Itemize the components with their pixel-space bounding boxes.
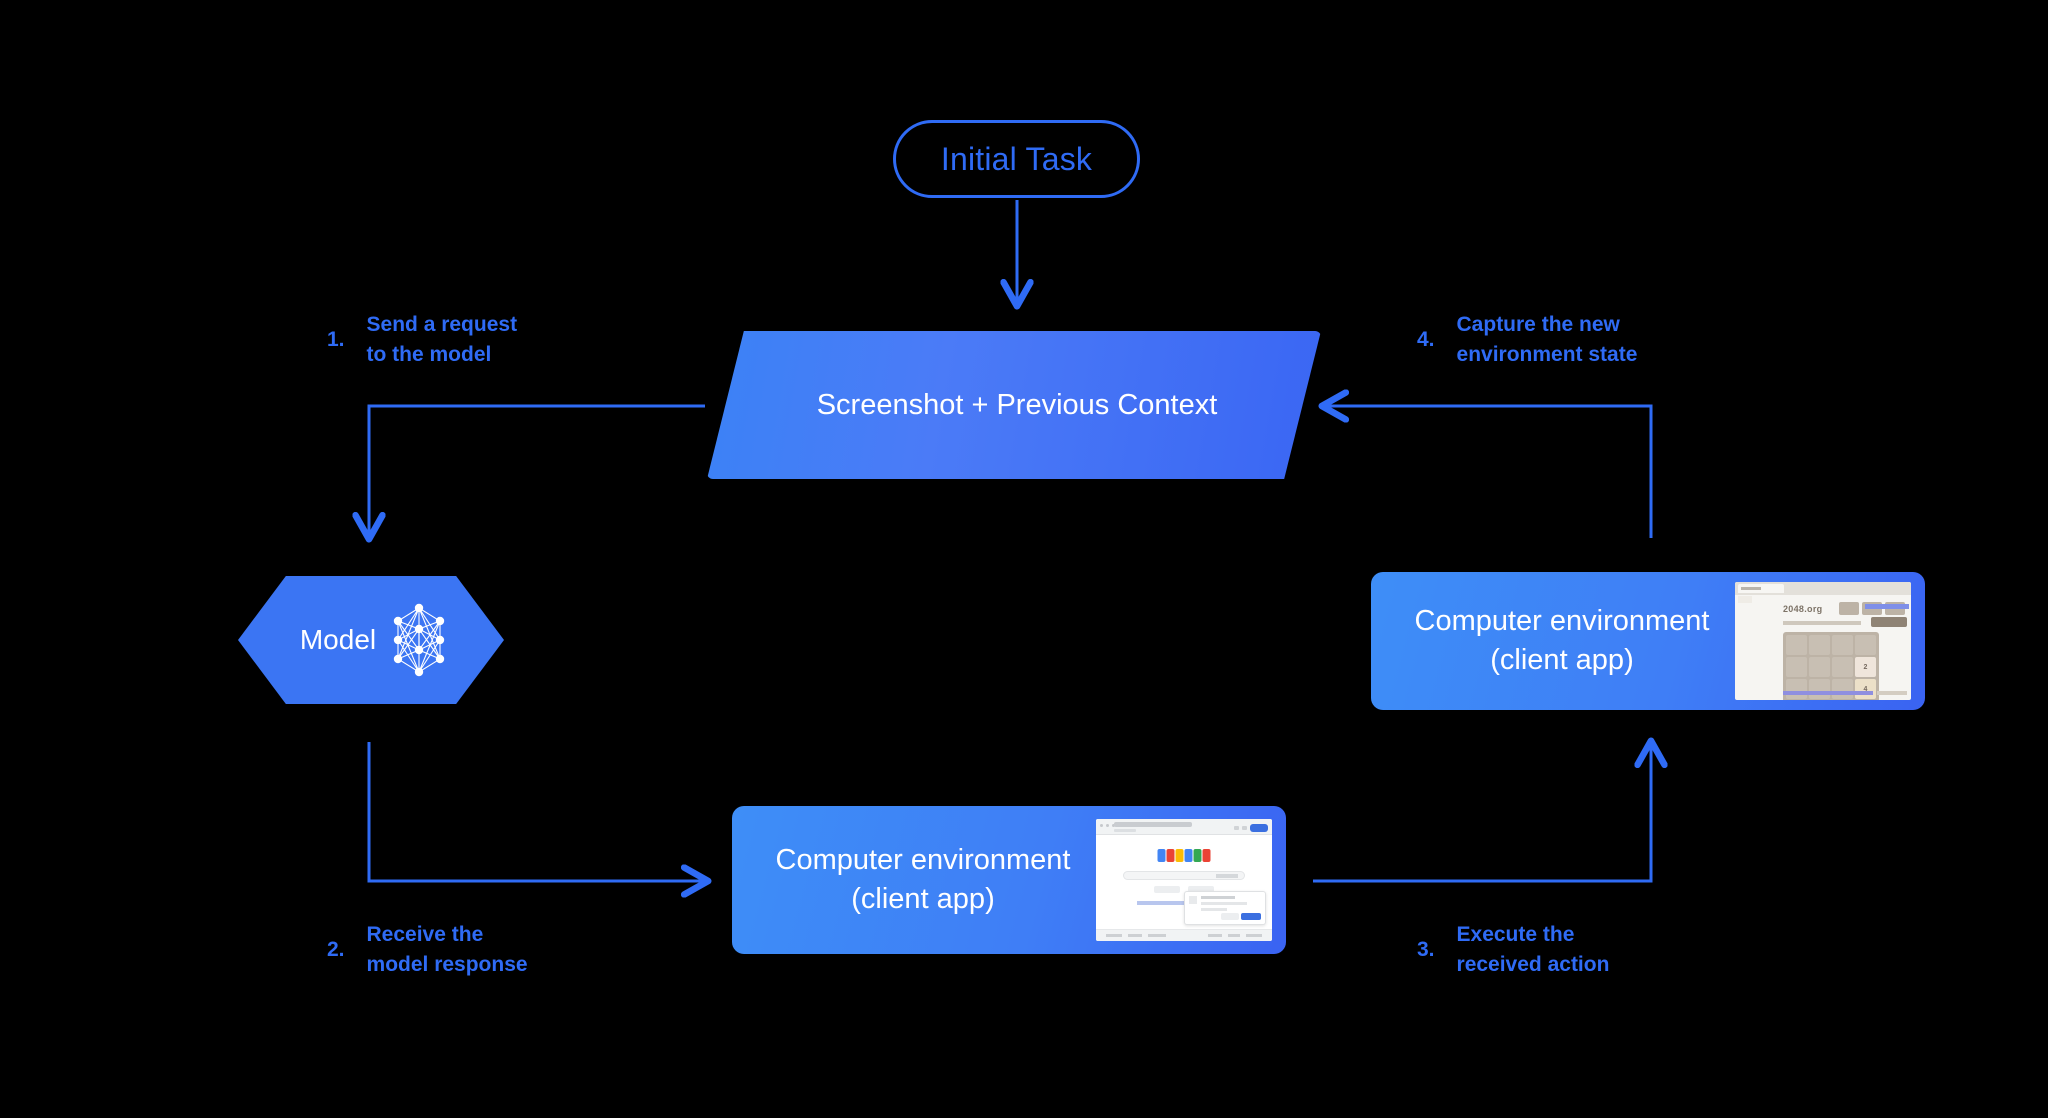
- thumbnail-2048-game: 2048.org 2 4 4 8: [1735, 582, 1911, 700]
- popup-body-line: [1201, 902, 1247, 905]
- game-2048-subtitle: [1783, 621, 1861, 625]
- step-1-text: Send a request to the model: [366, 313, 518, 367]
- browser-chrome-bar: [1735, 582, 1911, 595]
- game-tile: [1832, 679, 1853, 699]
- browser-url-subtext: [1114, 829, 1136, 832]
- step-4-text: Capture the new environment state: [1456, 313, 1638, 367]
- google-search-input: [1123, 871, 1245, 880]
- connector-context-to-model: [369, 404, 705, 538]
- game-tile: [1832, 635, 1853, 655]
- browser-url-bar: [1738, 596, 1752, 603]
- step-1-caption: 1. Send a request to the model: [327, 310, 517, 371]
- step-1-number: 1.: [327, 328, 345, 352]
- step-2-number: 2.: [327, 938, 345, 962]
- popup-icon: [1189, 896, 1197, 904]
- browser-toolbar-right: [1234, 824, 1268, 832]
- google-footer: [1096, 929, 1272, 941]
- game-tile: [1786, 635, 1807, 655]
- game-2048-new-game-button: [1871, 617, 1907, 627]
- model-node-shape: [238, 576, 504, 704]
- connector-model-to-env-bottom: [367, 742, 707, 881]
- context-node[interactable]: Screenshot + Previous Context: [707, 331, 1321, 479]
- google-logo-icon: [1157, 849, 1211, 862]
- game-2048-title: 2048.org: [1783, 604, 1823, 614]
- thumbnail-google-search: [1096, 819, 1272, 941]
- popup-title-line: [1201, 896, 1235, 899]
- game-tile: [1809, 657, 1830, 677]
- game-tile: 2: [1855, 657, 1876, 677]
- game-2048-header-link: [1865, 604, 1909, 609]
- context-node-shape: [707, 331, 1321, 479]
- game-tile: [1832, 657, 1853, 677]
- initial-task-node[interactable]: Initial Task: [893, 120, 1140, 198]
- context-node-label: Screenshot + Previous Context: [816, 388, 1218, 421]
- step-3-text: Execute the received action: [1456, 923, 1610, 977]
- game-tile: 4: [1855, 679, 1876, 699]
- game-2048-footer-text: [1877, 691, 1907, 695]
- game-tile: [1855, 635, 1876, 655]
- popup-body-line: [1201, 908, 1227, 911]
- model-node-label: Model: [299, 624, 377, 655]
- model-node[interactable]: Model: [238, 576, 504, 704]
- computer-environment-bottom-node[interactable]: Computer environment (client app): [732, 806, 1286, 954]
- popup-secondary-button: [1221, 913, 1239, 920]
- computer-environment-right-node[interactable]: Computer environment (client app) 2048.o…: [1371, 572, 1925, 710]
- step-4-number: 4.: [1417, 328, 1435, 352]
- game-tile: [1809, 679, 1830, 699]
- game-tile: [1786, 679, 1807, 699]
- game-tile: [1786, 657, 1807, 677]
- step-2-text: Receive the model response: [366, 923, 528, 977]
- game-tile: [1809, 635, 1830, 655]
- google-search-buttons: [1154, 886, 1214, 893]
- step-3-caption: 3. Execute the received action: [1417, 920, 1609, 981]
- env-bottom-label: Computer environment (client app): [775, 844, 1071, 915]
- initial-task-label: Initial Task: [940, 140, 1093, 177]
- game-2048-board: 2 4 4 8: [1783, 632, 1879, 700]
- neural-network-icon: [393, 603, 445, 677]
- browser-chrome-bar: [1096, 819, 1272, 835]
- browser-nav-dots: [1100, 824, 1115, 827]
- step-3-number: 3.: [1417, 938, 1435, 962]
- connector-env-bottom-to-env-right: [1313, 742, 1651, 883]
- popup-primary-button: [1241, 913, 1261, 920]
- browser-signin-popup: [1184, 891, 1266, 925]
- browser-tab: [1738, 584, 1784, 593]
- sign-in-button: [1250, 824, 1268, 832]
- browser-url-bar: [1114, 822, 1192, 827]
- game-2048-footer-link: [1783, 691, 1873, 695]
- env-right-label: Computer environment (client app): [1414, 605, 1710, 676]
- step-4-caption: 4. Capture the new environment state: [1417, 310, 1637, 371]
- step-2-caption: 2. Receive the model response: [327, 920, 528, 981]
- connector-env-right-to-context: [1323, 406, 1653, 538]
